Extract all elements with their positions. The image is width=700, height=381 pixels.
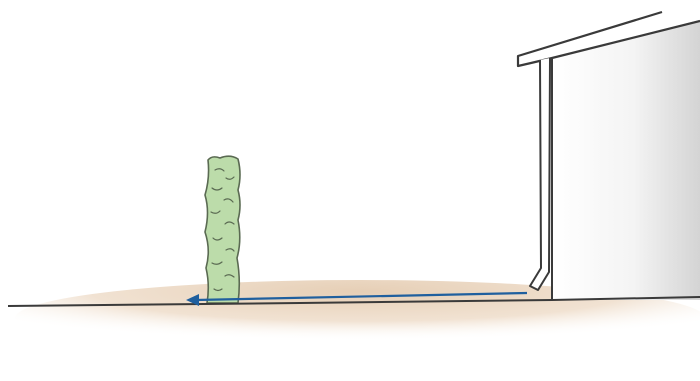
ground-line	[7, 296, 700, 307]
soil-shadow	[15, 280, 700, 356]
shrub-column	[204, 155, 241, 304]
water-flow-arrow	[186, 291, 528, 306]
downspout	[529, 57, 551, 291]
shrub-texture	[210, 168, 235, 292]
roof-eave	[516, 10, 700, 68]
house-wall	[552, 20, 700, 300]
